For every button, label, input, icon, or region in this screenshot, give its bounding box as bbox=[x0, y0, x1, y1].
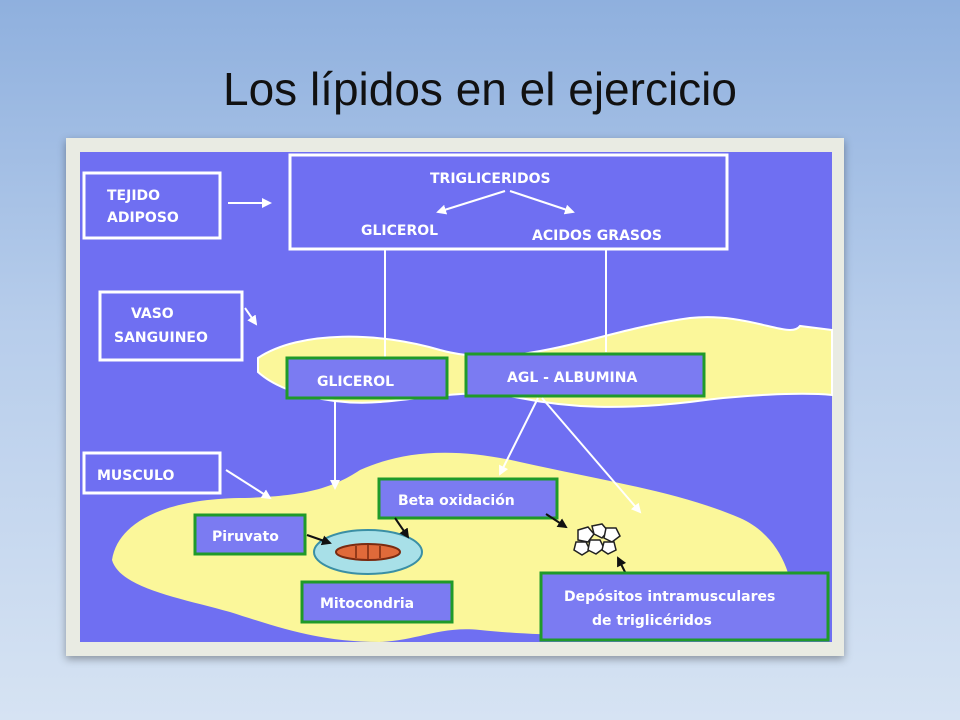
slide-title: Los lípidos en el ejercicio bbox=[223, 63, 737, 115]
glicerol-vessel-label: GLICEROL bbox=[317, 374, 394, 390]
piruvato-label: Piruvato bbox=[212, 529, 279, 545]
arrow-vaso bbox=[244, 307, 258, 326]
trigliceridos-label: TRIGLICERIDOS bbox=[430, 171, 551, 187]
depositos-label-1: Depósitos intramusculares bbox=[564, 589, 775, 605]
arrow-to-glicerol bbox=[436, 190, 506, 215]
tejido-adiposo-label-2: ADIPOSO bbox=[107, 210, 179, 226]
arrow-piruvato-to-mito bbox=[306, 534, 332, 546]
beta-oxidacion-label: Beta oxidación bbox=[398, 493, 515, 509]
arrow-agl-to-beta bbox=[499, 397, 539, 476]
glicerol-vessel-box bbox=[285, 356, 449, 400]
vaso-sanguineo-label-1: VASO bbox=[131, 306, 174, 322]
piruvato-box bbox=[193, 513, 307, 556]
glicerol-top-label: GLICEROL bbox=[361, 223, 438, 239]
depositos-box bbox=[539, 571, 830, 642]
agl-albumina-label: AGL - ALBUMINA bbox=[507, 370, 637, 386]
arrow-to-acidos-grasos bbox=[509, 190, 575, 215]
trigliceridos-box bbox=[288, 153, 729, 251]
mitocondria-label: Mitocondria bbox=[320, 596, 414, 612]
acidos-grasos-label: ACIDOS GRASOS bbox=[532, 228, 662, 244]
tejido-adiposo-box bbox=[82, 171, 222, 240]
arrow-musculo bbox=[225, 469, 272, 500]
mitocondria-box bbox=[300, 580, 454, 624]
arrow-beta-to-mito bbox=[394, 517, 410, 539]
musculo-label: MUSCULO bbox=[97, 468, 174, 484]
musculo-box bbox=[82, 451, 222, 495]
vaso-sanguineo-box bbox=[98, 290, 244, 362]
lipid-droplets-icon bbox=[573, 523, 621, 556]
agl-albumina-box bbox=[464, 352, 706, 398]
arrow-beta-to-droplets bbox=[545, 513, 568, 529]
tejido-adiposo-label-1: TEJIDO bbox=[107, 188, 160, 204]
vaso-sanguineo-label-2: SANGUINEO bbox=[114, 330, 208, 346]
beta-oxidacion-box bbox=[377, 477, 559, 520]
arrow-agl-to-depositos bbox=[541, 397, 642, 514]
depositos-label-2: de triglicéridos bbox=[592, 613, 712, 629]
